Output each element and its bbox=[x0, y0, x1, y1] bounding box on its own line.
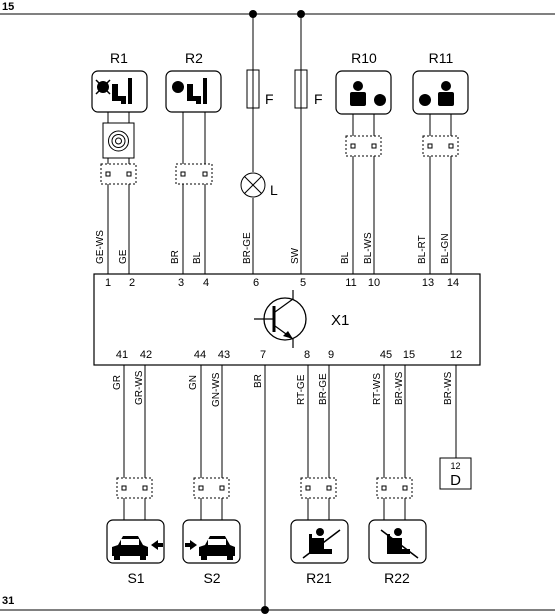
connector-d: 12 D bbox=[439, 457, 472, 490]
component-s1-label: S1 bbox=[127, 570, 144, 586]
pin-number: 14 bbox=[447, 277, 459, 289]
component-r11-label: R11 bbox=[429, 50, 454, 66]
rear-seat-left-icon bbox=[419, 81, 454, 106]
component-r11: R11 bbox=[412, 50, 469, 115]
component-r2-label: R2 bbox=[185, 50, 203, 66]
pin-number: 44 bbox=[194, 349, 206, 361]
component-s2-label: S2 bbox=[203, 570, 220, 586]
wire-color-label: BL-WS bbox=[363, 232, 374, 264]
wire-color-label: BR bbox=[170, 250, 181, 264]
module-x1-label: X1 bbox=[331, 312, 349, 329]
pin-number: 41 bbox=[116, 349, 128, 361]
pin-number: 15 bbox=[403, 349, 415, 361]
wire-color-label: BR-GE bbox=[318, 373, 329, 405]
seatbelt-icon bbox=[302, 528, 341, 559]
pin-number: 13 bbox=[422, 277, 434, 289]
component-s2: S2 bbox=[182, 519, 241, 586]
top-wire-lines bbox=[107, 14, 452, 274]
wire-color-label: RT-GE bbox=[296, 374, 307, 405]
rail-31-label: 31 bbox=[2, 595, 14, 607]
component-r10: R10 bbox=[335, 50, 392, 115]
rail-15-label: 15 bbox=[2, 1, 14, 13]
car-arrow-right-icon bbox=[185, 536, 235, 560]
pin-number: 10 bbox=[368, 277, 380, 289]
heating-coil-icon bbox=[108, 130, 129, 152]
car-arrow-left-icon bbox=[112, 536, 163, 560]
top-pin-numbers: 1 2 3 4 6 5 11 10 13 14 bbox=[105, 277, 459, 289]
pin-number: 45 bbox=[380, 349, 392, 361]
bottom-wire-color-labels: GR GR-WS GN GN-WS BR RT-GE BR-GE RT-WS B… bbox=[112, 370, 454, 407]
pin-number: 12 bbox=[450, 349, 462, 361]
wire-color-label: BR-WS bbox=[394, 371, 405, 405]
seatbelt-icon bbox=[380, 528, 419, 559]
wire-color-label: GN-WS bbox=[211, 372, 222, 407]
connector-d-pin: 12 bbox=[450, 461, 460, 471]
lamp-icon bbox=[240, 172, 266, 198]
wire-color-label: SW bbox=[290, 247, 301, 264]
seat-icon bbox=[172, 78, 207, 104]
pin-number: 43 bbox=[218, 349, 230, 361]
pin-number: 3 bbox=[178, 277, 184, 289]
pin-number: 9 bbox=[328, 349, 334, 361]
wire-color-label: BR bbox=[253, 374, 264, 388]
wire-color-label: BR-GE bbox=[242, 232, 253, 264]
bottom-pin-numbers: 41 42 44 43 7 8 9 45 15 12 bbox=[116, 349, 462, 361]
pin-number: 2 bbox=[129, 277, 135, 289]
wire-color-label: GR-WS bbox=[134, 370, 145, 405]
wire-color-label: GR bbox=[112, 375, 123, 390]
pin-number: 42 bbox=[140, 349, 152, 361]
module-x1-box bbox=[93, 273, 481, 366]
wire-color-label: BR-WS bbox=[443, 371, 454, 405]
top-connector-boxes bbox=[100, 135, 459, 185]
transistor-icon bbox=[254, 290, 307, 348]
wire-color-label: RT-WS bbox=[372, 373, 383, 405]
component-s1: S1 bbox=[106, 519, 165, 586]
seat-heating-icon bbox=[95, 78, 132, 104]
component-r1: R1 bbox=[91, 50, 148, 159]
pin-number: 6 bbox=[253, 277, 259, 289]
pin-number: 5 bbox=[300, 277, 306, 289]
component-r21-label: R21 bbox=[306, 570, 332, 586]
component-r22-label: R22 bbox=[384, 570, 410, 586]
lamp-label: L bbox=[270, 182, 278, 198]
fuse-left-label: F bbox=[265, 91, 274, 107]
wire-color-label: BL bbox=[192, 251, 203, 264]
top-wire-color-labels: GE-WS GE BR BL BR-GE SW BL BL-WS BL-RT B… bbox=[95, 230, 451, 264]
wire-color-label: GE bbox=[118, 249, 129, 264]
wire-color-label: BL bbox=[340, 251, 351, 264]
bottom-connector-boxes bbox=[116, 477, 413, 499]
pin-number: 7 bbox=[260, 349, 266, 361]
component-r21: R21 bbox=[290, 519, 349, 586]
connector-d-label: D bbox=[450, 472, 461, 489]
rear-seat-right-icon bbox=[350, 81, 386, 106]
wire-color-label: BL-RT bbox=[417, 235, 428, 264]
pin-number: 4 bbox=[203, 277, 209, 289]
fuse-right-label: F bbox=[314, 91, 323, 107]
pin-number: 8 bbox=[304, 349, 310, 361]
pin-number: 1 bbox=[105, 277, 111, 289]
wire-color-label: GE-WS bbox=[95, 230, 106, 264]
component-r1-label: R1 bbox=[110, 50, 128, 66]
component-r2: R2 bbox=[165, 50, 222, 113]
component-r22: R22 bbox=[368, 519, 427, 586]
pin-number: 11 bbox=[345, 277, 356, 289]
component-r10-label: R10 bbox=[351, 50, 377, 66]
wire-color-label: BL-GN bbox=[440, 233, 451, 264]
wire-color-label: GN bbox=[188, 375, 199, 390]
